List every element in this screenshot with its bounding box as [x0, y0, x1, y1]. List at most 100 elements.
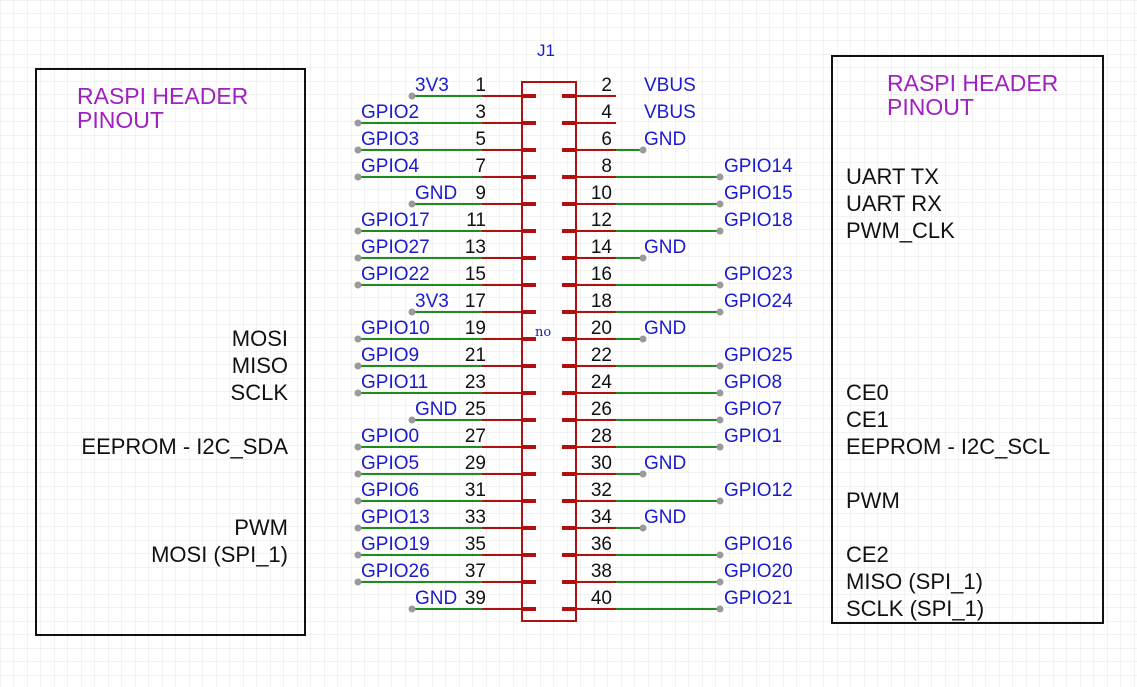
wire-end-node — [716, 362, 724, 370]
wire-end-node — [716, 497, 724, 505]
pin-pad — [562, 472, 576, 476]
wire-end-node — [716, 551, 724, 559]
wire-end-node — [354, 227, 362, 235]
net-label: GPIO2 — [361, 102, 419, 123]
net-label: GPIO20 — [724, 561, 793, 582]
wire-end-node — [716, 173, 724, 181]
left-note: MOSI — [232, 326, 288, 351]
pin-number: 13 — [465, 237, 486, 258]
wire-end-node — [408, 200, 416, 208]
pin-number: 20 — [591, 318, 612, 339]
pin-32: 32 GPIO12 — [562, 480, 793, 505]
pin-pad — [522, 364, 536, 368]
wire-end-node — [716, 308, 724, 316]
left-note: PWM — [234, 515, 288, 540]
pin-pad — [562, 148, 576, 152]
wire-end-node — [639, 524, 647, 532]
pin-number: 12 — [591, 210, 612, 231]
pin-number: 36 — [591, 534, 612, 555]
wire-end-node — [639, 470, 647, 478]
wire-end-node — [354, 362, 362, 370]
net-label: GND — [644, 237, 686, 258]
wire-end-node — [716, 281, 724, 289]
wire-end-node — [716, 200, 724, 208]
net-label: GND — [415, 183, 457, 204]
right-note: CE1 — [846, 407, 889, 432]
pin-number: 19 — [465, 318, 486, 339]
net-label: GPIO24 — [724, 291, 793, 312]
pin-pad — [562, 256, 576, 260]
wire-end-node — [354, 551, 362, 559]
pin-pad — [522, 580, 536, 584]
left-note: EEPROM - I2C_SDA — [81, 434, 288, 459]
pin-pad — [562, 121, 576, 125]
pin-pad — [522, 229, 536, 233]
wire-end-node — [639, 146, 647, 154]
net-label: GPIO21 — [724, 588, 793, 609]
left-note: MOSI (SPI_1) — [151, 542, 288, 567]
wire-end-node — [716, 227, 724, 235]
pin-number: 23 — [465, 372, 486, 393]
wire-end-node — [354, 470, 362, 478]
wire-end-node — [354, 173, 362, 181]
net-label: GND — [644, 507, 686, 528]
pin-pad — [522, 202, 536, 206]
pin-pad — [522, 337, 536, 341]
pin-number: 29 — [465, 453, 486, 474]
wire-end-node — [354, 524, 362, 532]
pin-number: 27 — [465, 426, 486, 447]
net-label: GPIO26 — [361, 561, 430, 582]
pin-number: 8 — [601, 156, 612, 177]
net-label: 3V3 — [415, 291, 449, 312]
connector-refdes: J1 — [537, 41, 555, 60]
pin-number: 5 — [475, 129, 486, 150]
pin-number: 33 — [465, 507, 486, 528]
net-label: GPIO22 — [361, 264, 430, 285]
right-note: EEPROM - I2C_SCL — [846, 434, 1050, 459]
wire-end-node — [354, 335, 362, 343]
net-label: GPIO1 — [724, 426, 782, 447]
pin-pad — [562, 364, 576, 368]
net-label: GPIO12 — [724, 480, 793, 501]
pin-number: 34 — [591, 507, 613, 528]
net-label: GND — [415, 399, 457, 420]
pin-pad — [522, 445, 536, 449]
net-label: GPIO10 — [361, 318, 430, 339]
pin-number: 35 — [465, 534, 486, 555]
pin-number: 37 — [465, 561, 486, 582]
pin-number: 7 — [475, 156, 486, 177]
net-label: GPIO8 — [724, 372, 782, 393]
right-panel-title-line1: RASPI HEADER — [887, 70, 1058, 96]
wire-end-node — [354, 497, 362, 505]
pin-37: 37 GPIO26 — [354, 561, 536, 586]
pin-34: 34 GND — [562, 507, 686, 532]
net-label: GPIO15 — [724, 183, 793, 204]
right-note: UART TX — [846, 164, 939, 189]
pin-pad — [562, 418, 576, 422]
pin-number: 3 — [475, 102, 486, 123]
pin-pad — [562, 499, 576, 503]
wire-end-node — [354, 146, 362, 154]
pin-number: 32 — [591, 480, 612, 501]
net-label: GPIO11 — [361, 372, 428, 393]
